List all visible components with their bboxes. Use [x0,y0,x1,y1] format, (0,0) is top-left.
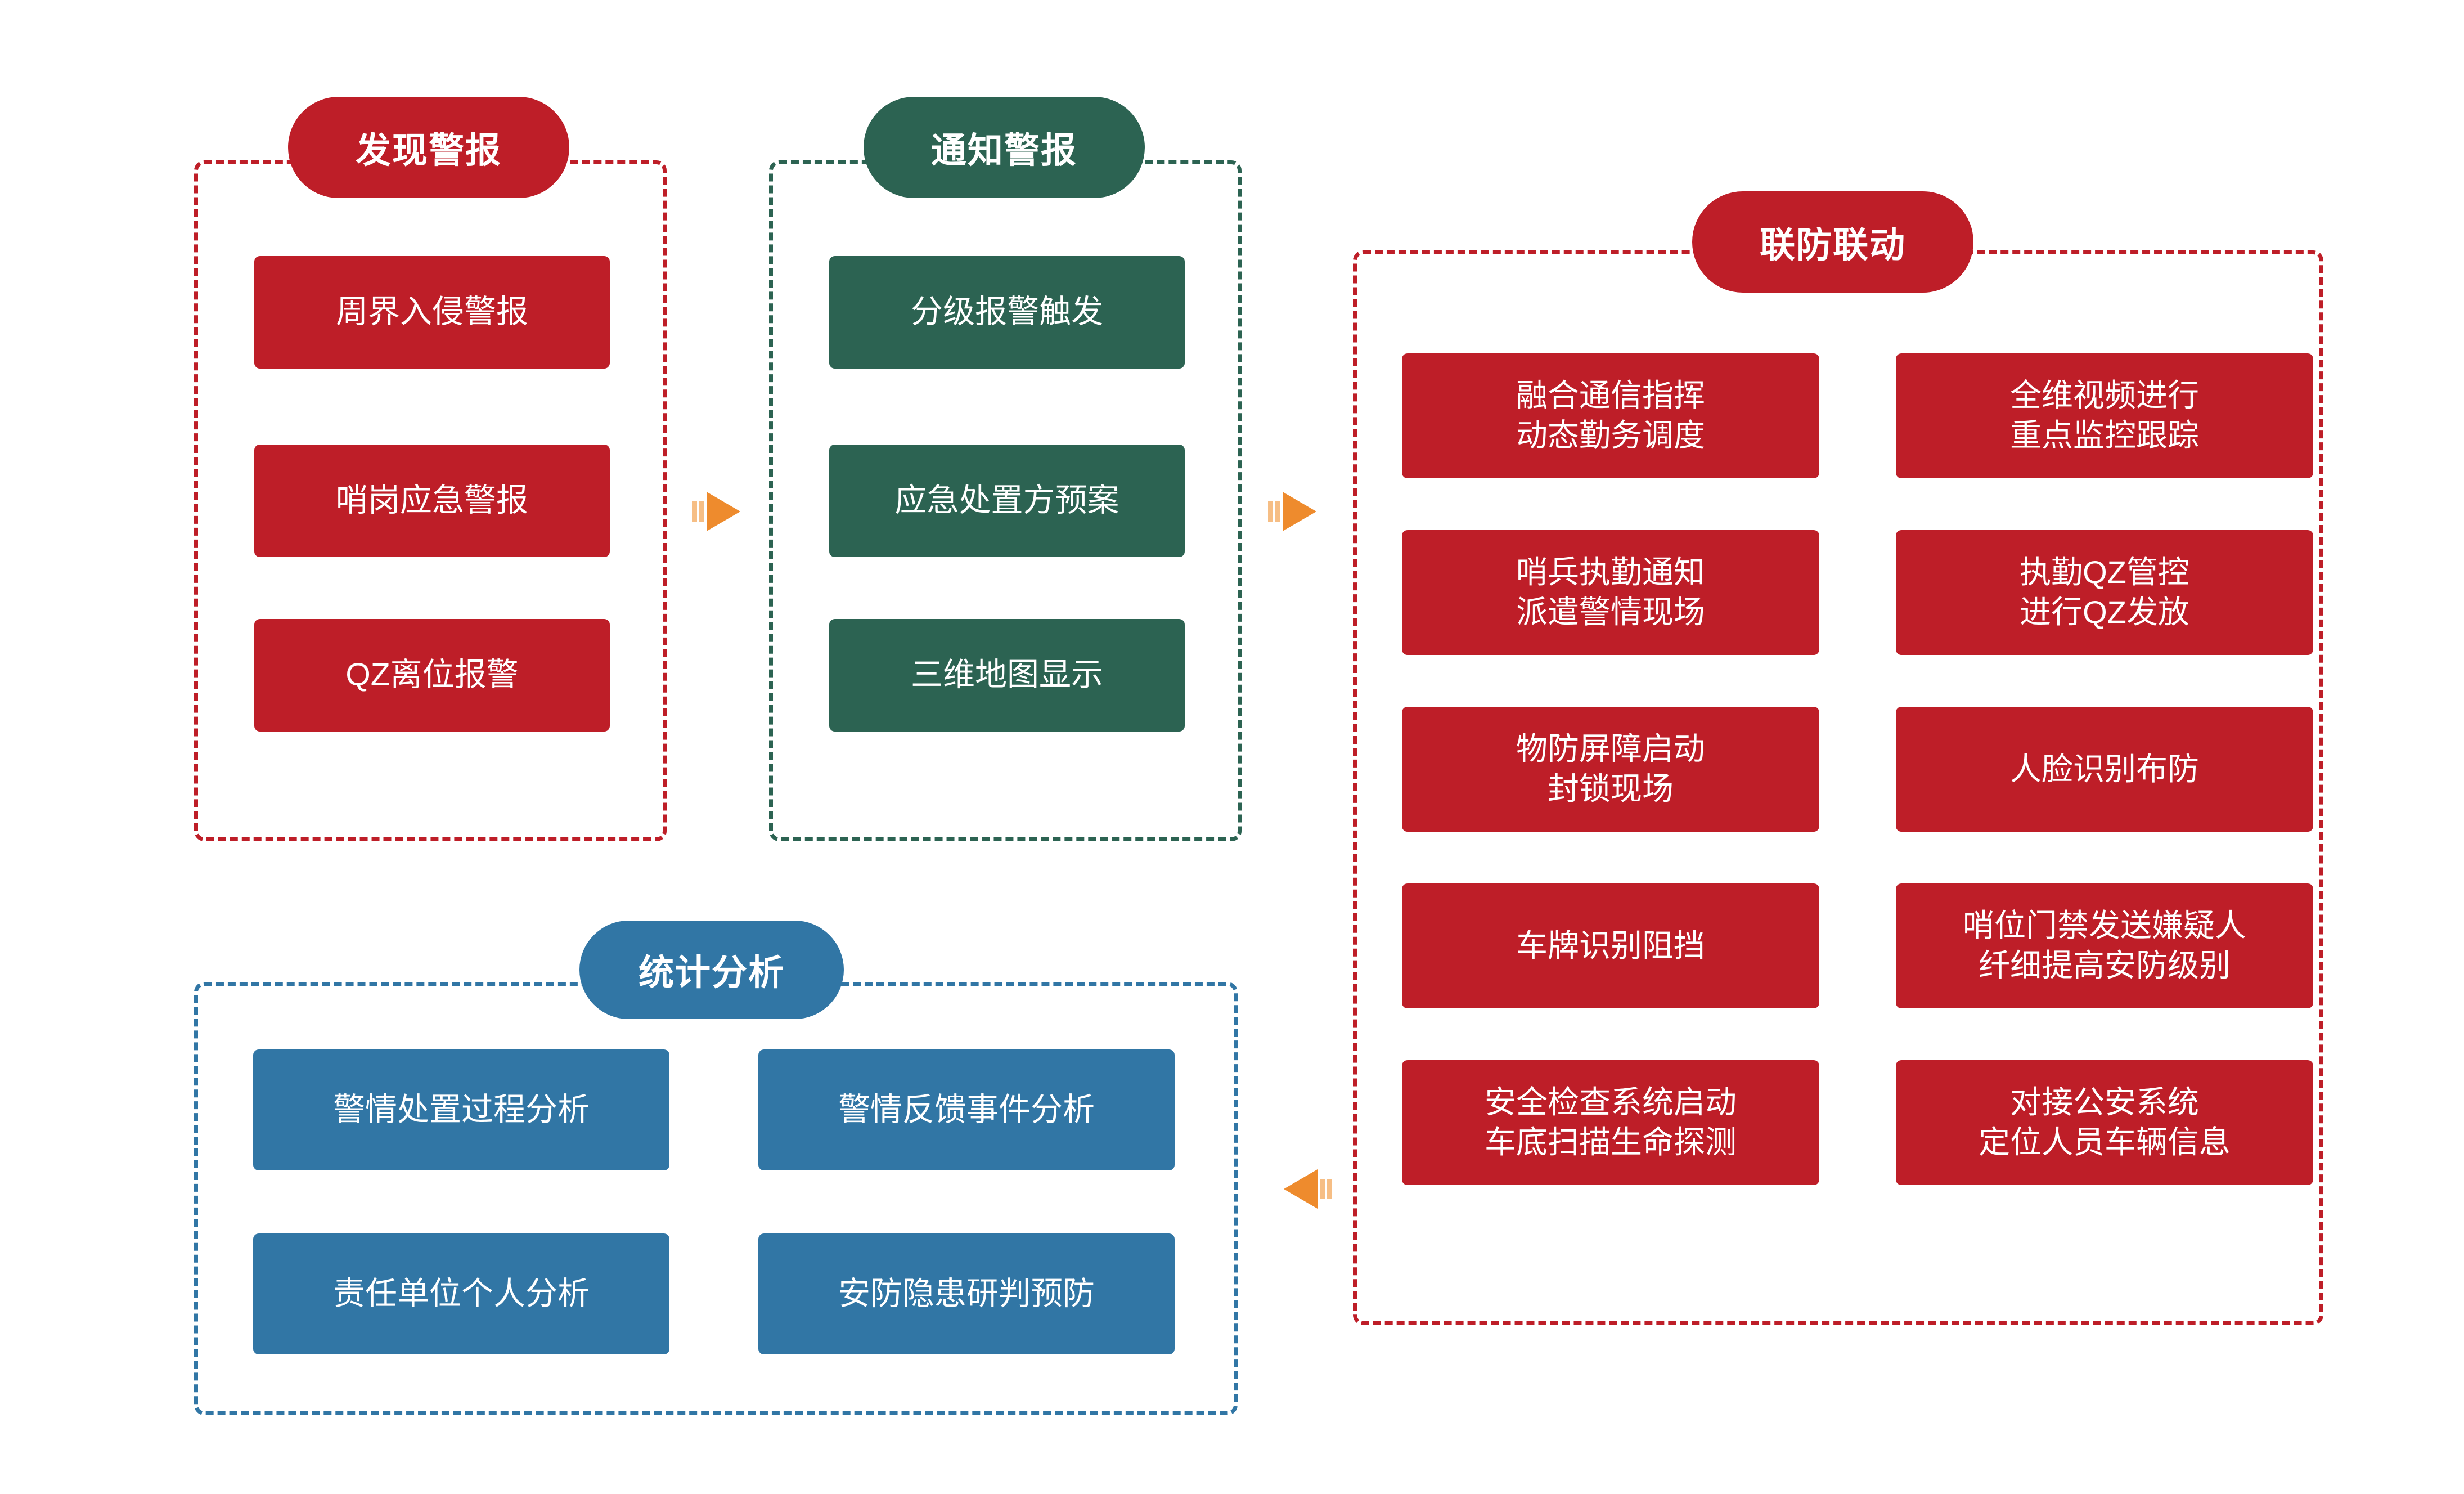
card-stats-left-1[interactable]: 警情处置过程分析 [253,1049,669,1170]
card-discover-1[interactable]: 周界入侵警报 [254,256,610,369]
pill-statistics-analysis[interactable]: 统计分析 [579,921,844,1019]
card-notify-3[interactable]: 三维地图显示 [829,619,1185,732]
card-joint-left-5[interactable]: 安全检查系统启动 车底扫描生命探测 [1402,1060,1819,1185]
card-joint-right-4[interactable]: 哨位门禁发送嫌疑人 纤细提高安防级别 [1896,883,2313,1008]
card-notify-1[interactable]: 分级报警触发 [829,256,1185,369]
card-joint-right-2[interactable]: 执勤QZ管控 进行QZ发放 [1896,530,2313,655]
card-joint-left-2[interactable]: 哨兵执勤通知 派遣警情现场 [1402,530,1819,655]
card-joint-left-3[interactable]: 物防屏障启动 封锁现场 [1402,707,1819,832]
pill-discover-alarm[interactable]: 发现警报 [288,97,569,198]
arrow-discover-to-notify [691,487,743,536]
card-notify-2[interactable]: 应急处置方预案 [829,445,1185,557]
card-joint-right-3[interactable]: 人脸识别布防 [1896,707,2313,832]
card-joint-right-5[interactable]: 对接公安系统 定位人员车辆信息 [1896,1060,2313,1185]
card-stats-left-2[interactable]: 责任单位个人分析 [253,1233,669,1354]
pill-joint-defense[interactable]: 联防联动 [1692,191,1973,293]
card-joint-right-1[interactable]: 全维视频进行 重点监控跟踪 [1896,353,2313,478]
arrow-joint-to-statistics [1282,1165,1333,1213]
card-discover-3[interactable]: QZ离位报警 [254,619,610,732]
card-joint-left-1[interactable]: 融合通信指挥 动态勤务调度 [1402,353,1819,478]
arrow-notify-to-joint [1267,487,1319,536]
card-stats-right-2[interactable]: 安防隐患研判预防 [758,1233,1175,1354]
card-stats-right-1[interactable]: 警情反馈事件分析 [758,1049,1175,1170]
card-joint-left-4[interactable]: 车牌识别阻挡 [1402,883,1819,1008]
card-discover-2[interactable]: 哨岗应急警报 [254,445,610,557]
pill-notify-alarm[interactable]: 通知警报 [864,97,1145,198]
